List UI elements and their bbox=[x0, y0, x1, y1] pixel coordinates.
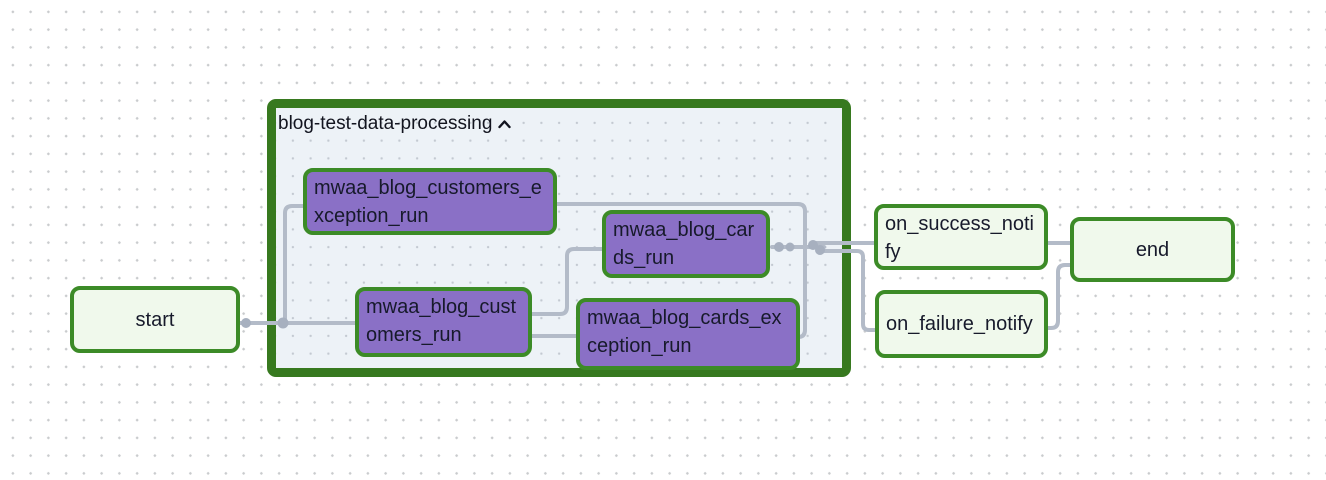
node-mwaa-blog-customers-run[interactable]: mwaa_blog_customers_run bbox=[355, 287, 532, 357]
task-group-label: blog-test-data-processing bbox=[278, 113, 493, 134]
node-on-success-notify[interactable]: on_success_notify bbox=[874, 204, 1048, 270]
edge-junction-dot bbox=[241, 318, 251, 328]
node-label: mwaa_blog_customers_exception_run bbox=[314, 177, 542, 227]
chevron-up-icon[interactable] bbox=[497, 119, 512, 129]
node-end-label: end bbox=[1135, 238, 1170, 261]
node-label: mwaa_blog_customers_run bbox=[366, 296, 517, 346]
node-label: mwaa_blog_cards_exception_run bbox=[587, 307, 782, 357]
node-end[interactable]: end bbox=[1070, 217, 1235, 282]
node-mwaa-blog-customers-exception-run[interactable]: mwaa_blog_customers_exception_run bbox=[303, 168, 557, 235]
edge-on-failure-notify-to-end bbox=[1046, 263, 1072, 330]
node-mwaa-blog-cards-exception-run[interactable]: mwaa_blog_cards_exception_run bbox=[576, 298, 800, 370]
node-label: mwaa_blog_cards_run bbox=[613, 219, 755, 269]
task-group-header[interactable]: blog-test-data-processing bbox=[276, 108, 514, 136]
node-label: on_success_notify bbox=[885, 213, 1034, 263]
node-start-label: start bbox=[135, 308, 175, 331]
node-mwaa-blog-cards-run[interactable]: mwaa_blog_cards_run bbox=[602, 210, 770, 278]
node-label: on_failure_notify bbox=[886, 313, 1033, 335]
node-start[interactable]: start bbox=[70, 286, 240, 353]
node-on-failure-notify[interactable]: on_failure_notify bbox=[875, 290, 1048, 358]
